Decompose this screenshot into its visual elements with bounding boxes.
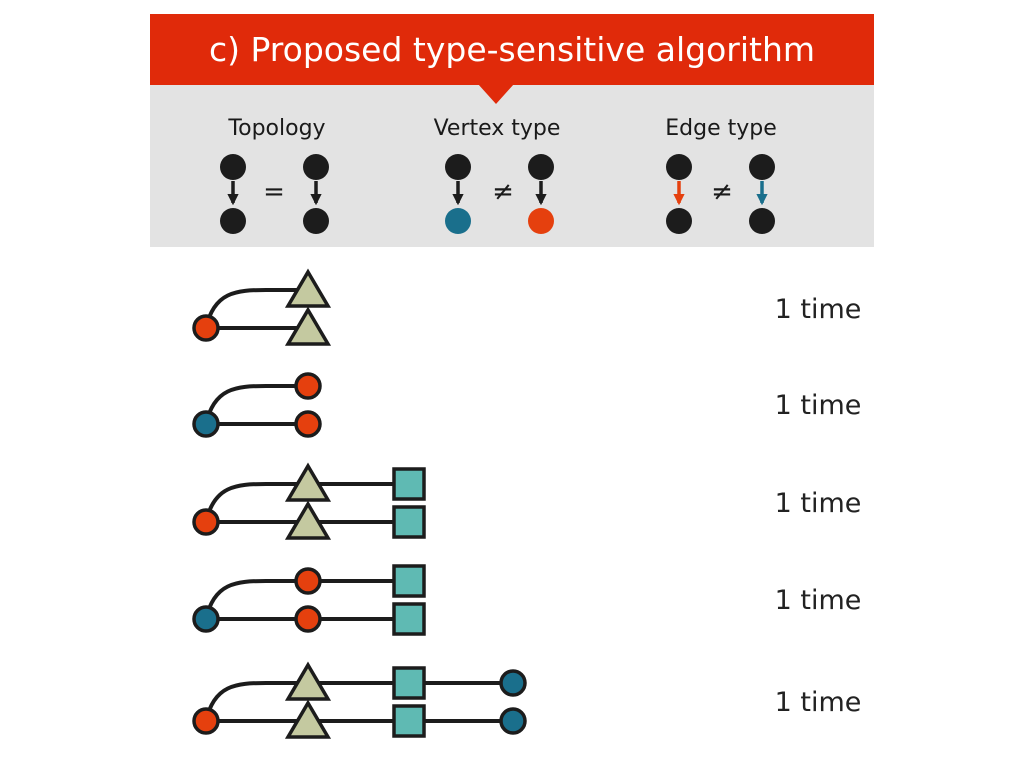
target-node bbox=[303, 208, 329, 234]
motif-node-top-triangle bbox=[284, 661, 332, 701]
motif-node-top-square bbox=[392, 467, 426, 501]
motif-node-bottom-triangle bbox=[284, 500, 332, 540]
title-banner: c) Proposed type-sensitive algorithm bbox=[150, 14, 874, 104]
motif-node-top-triangle bbox=[284, 462, 332, 502]
legend-label-edge-type: Edge type bbox=[665, 116, 777, 141]
edge-type-example bbox=[666, 154, 775, 234]
target-node bbox=[749, 208, 775, 234]
legend-topology: Topology = bbox=[220, 116, 329, 234]
legend-vertex-type: Vertex type ≠ bbox=[434, 116, 561, 234]
operator-equal: = bbox=[263, 177, 285, 207]
motif-count-label: 1 time bbox=[775, 687, 862, 718]
motif-row: 1 time bbox=[192, 268, 862, 346]
motif-list: 1 time 1 time 1 time 1 time 1 time bbox=[192, 268, 862, 739]
motif-node-top-square bbox=[392, 564, 426, 598]
banner-title: c) Proposed type-sensitive algorithm bbox=[209, 30, 815, 69]
motif-node-top-blue-circle bbox=[499, 669, 527, 697]
motif-count-label: 1 time bbox=[775, 585, 862, 616]
source-node bbox=[303, 154, 329, 180]
vertex-type-example bbox=[445, 154, 554, 234]
motif-count-label: 1 time bbox=[775, 488, 862, 519]
motif-row: 1 time bbox=[192, 564, 862, 636]
source-node bbox=[220, 154, 246, 180]
motif-node-bottom-blue-circle bbox=[499, 707, 527, 735]
motif-node-bottom-red-circle bbox=[294, 605, 322, 633]
motif-node-top-square bbox=[392, 666, 426, 700]
motif-edge-curved bbox=[204, 579, 310, 621]
banner-pointer bbox=[478, 84, 514, 104]
motif-count-label: 1 time bbox=[775, 294, 862, 325]
legend-label-vertex-type: Vertex type bbox=[434, 116, 561, 141]
motif-node-bottom-square bbox=[392, 602, 426, 636]
motif-node-bottom-red-circle bbox=[294, 410, 322, 438]
legend-label-topology: Topology bbox=[227, 116, 325, 141]
motif-row: 1 time bbox=[192, 462, 862, 540]
motif-node-bottom-triangle bbox=[284, 306, 332, 346]
motif-row: 1 time bbox=[192, 661, 862, 739]
source-node bbox=[528, 154, 554, 180]
banner-background bbox=[150, 14, 874, 85]
target-node bbox=[528, 208, 554, 234]
motif-root-blue-circle bbox=[192, 605, 220, 633]
motif-edge-curved bbox=[204, 384, 310, 426]
source-node bbox=[445, 154, 471, 180]
motif-node-bottom-square bbox=[392, 704, 426, 738]
source-node bbox=[666, 154, 692, 180]
topology-example bbox=[220, 154, 329, 234]
motif-node-top-red-circle bbox=[294, 567, 322, 595]
motif-root-red-circle bbox=[192, 508, 220, 536]
motif-node-top-triangle bbox=[284, 268, 332, 308]
target-node bbox=[445, 208, 471, 234]
source-node bbox=[749, 154, 775, 180]
motif-node-bottom-square bbox=[392, 505, 426, 539]
motif-count-label: 1 time bbox=[775, 390, 862, 421]
target-node bbox=[220, 208, 246, 234]
motif-row: 1 time bbox=[192, 372, 862, 438]
legend-edge-type: Edge type ≠ bbox=[665, 116, 777, 234]
target-node bbox=[666, 208, 692, 234]
motif-root-red-circle bbox=[192, 707, 220, 735]
motif-node-top-red-circle bbox=[294, 372, 322, 400]
motif-root-blue-circle bbox=[192, 410, 220, 438]
motif-root-red-circle bbox=[192, 314, 220, 342]
motif-node-bottom-triangle bbox=[284, 699, 332, 739]
operator-not-equal-vertex: ≠ bbox=[492, 177, 514, 207]
operator-not-equal-edge: ≠ bbox=[711, 177, 733, 207]
